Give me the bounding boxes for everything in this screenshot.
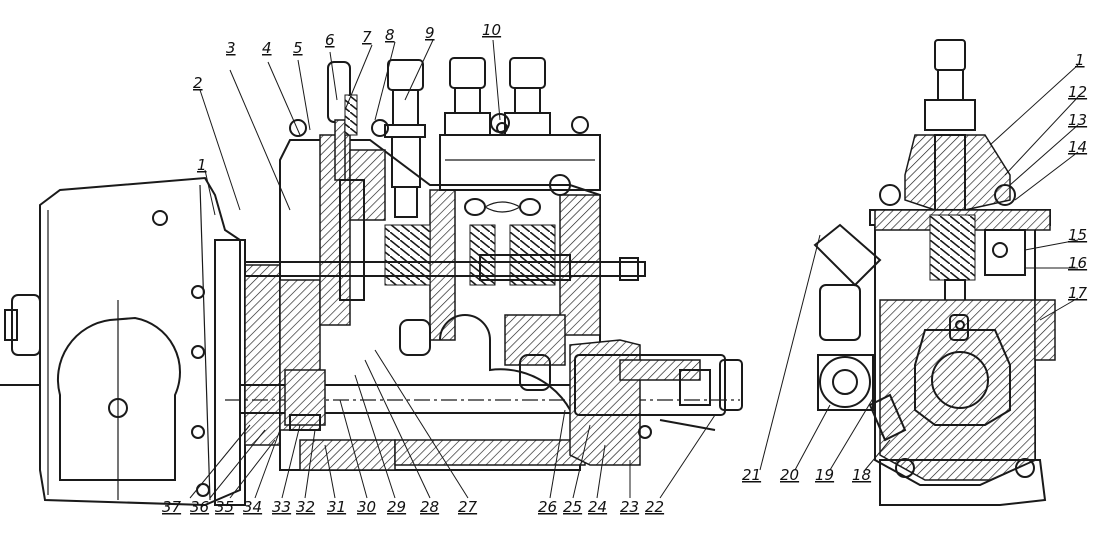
label-top-8: 8 [385, 26, 395, 44]
label-22: 22 [645, 498, 664, 516]
label-32: 32 [296, 498, 315, 516]
governor-housing [39, 176, 241, 507]
label-34: 34 [243, 498, 262, 516]
label-26: 26 [538, 498, 557, 516]
label-17: 17 [1068, 284, 1088, 302]
label-36: 36 [190, 498, 209, 516]
label-top-10: 10 [482, 21, 501, 39]
label-24: 24 [588, 498, 607, 516]
label-top-3: 3 [226, 39, 236, 57]
left-section-view [0, 57, 743, 507]
label-18: 18 [852, 466, 871, 484]
label-top-9: 9 [425, 24, 435, 42]
label-33: 33 [272, 498, 291, 516]
label-12: 12 [1068, 83, 1087, 101]
label-top-7: 7 [362, 28, 372, 46]
label-right-1: 1 [1075, 51, 1085, 69]
label-20: 20 [780, 466, 799, 484]
label-top-6: 6 [325, 31, 335, 49]
label-37: 37 [162, 498, 182, 516]
label-16: 16 [1068, 254, 1087, 272]
label-23: 23 [620, 498, 639, 516]
label-19: 19 [815, 466, 834, 484]
label-13: 13 [1068, 111, 1087, 129]
leader-lines [189, 39, 1079, 499]
label-top-1: 1 [197, 156, 207, 174]
label-top-2: 2 [193, 74, 203, 92]
label-27: 27 [458, 498, 478, 516]
right-section-view [813, 39, 1056, 506]
label-21: 21 [742, 466, 761, 484]
label-29: 29 [387, 498, 406, 516]
label-28: 28 [420, 498, 439, 516]
label-30: 30 [357, 498, 376, 516]
label-14: 14 [1068, 138, 1087, 156]
label-15: 15 [1068, 226, 1087, 244]
callout-labels: 1 2 3 4 5 6 7 8 9 10 37 36 35 34 33 32 3… [162, 21, 1088, 516]
label-35: 35 [215, 498, 234, 516]
governor-cam [57, 316, 182, 481]
label-25: 25 [563, 498, 582, 516]
label-top-4: 4 [262, 39, 272, 57]
label-top-5: 5 [293, 39, 303, 57]
label-31: 31 [327, 498, 346, 516]
